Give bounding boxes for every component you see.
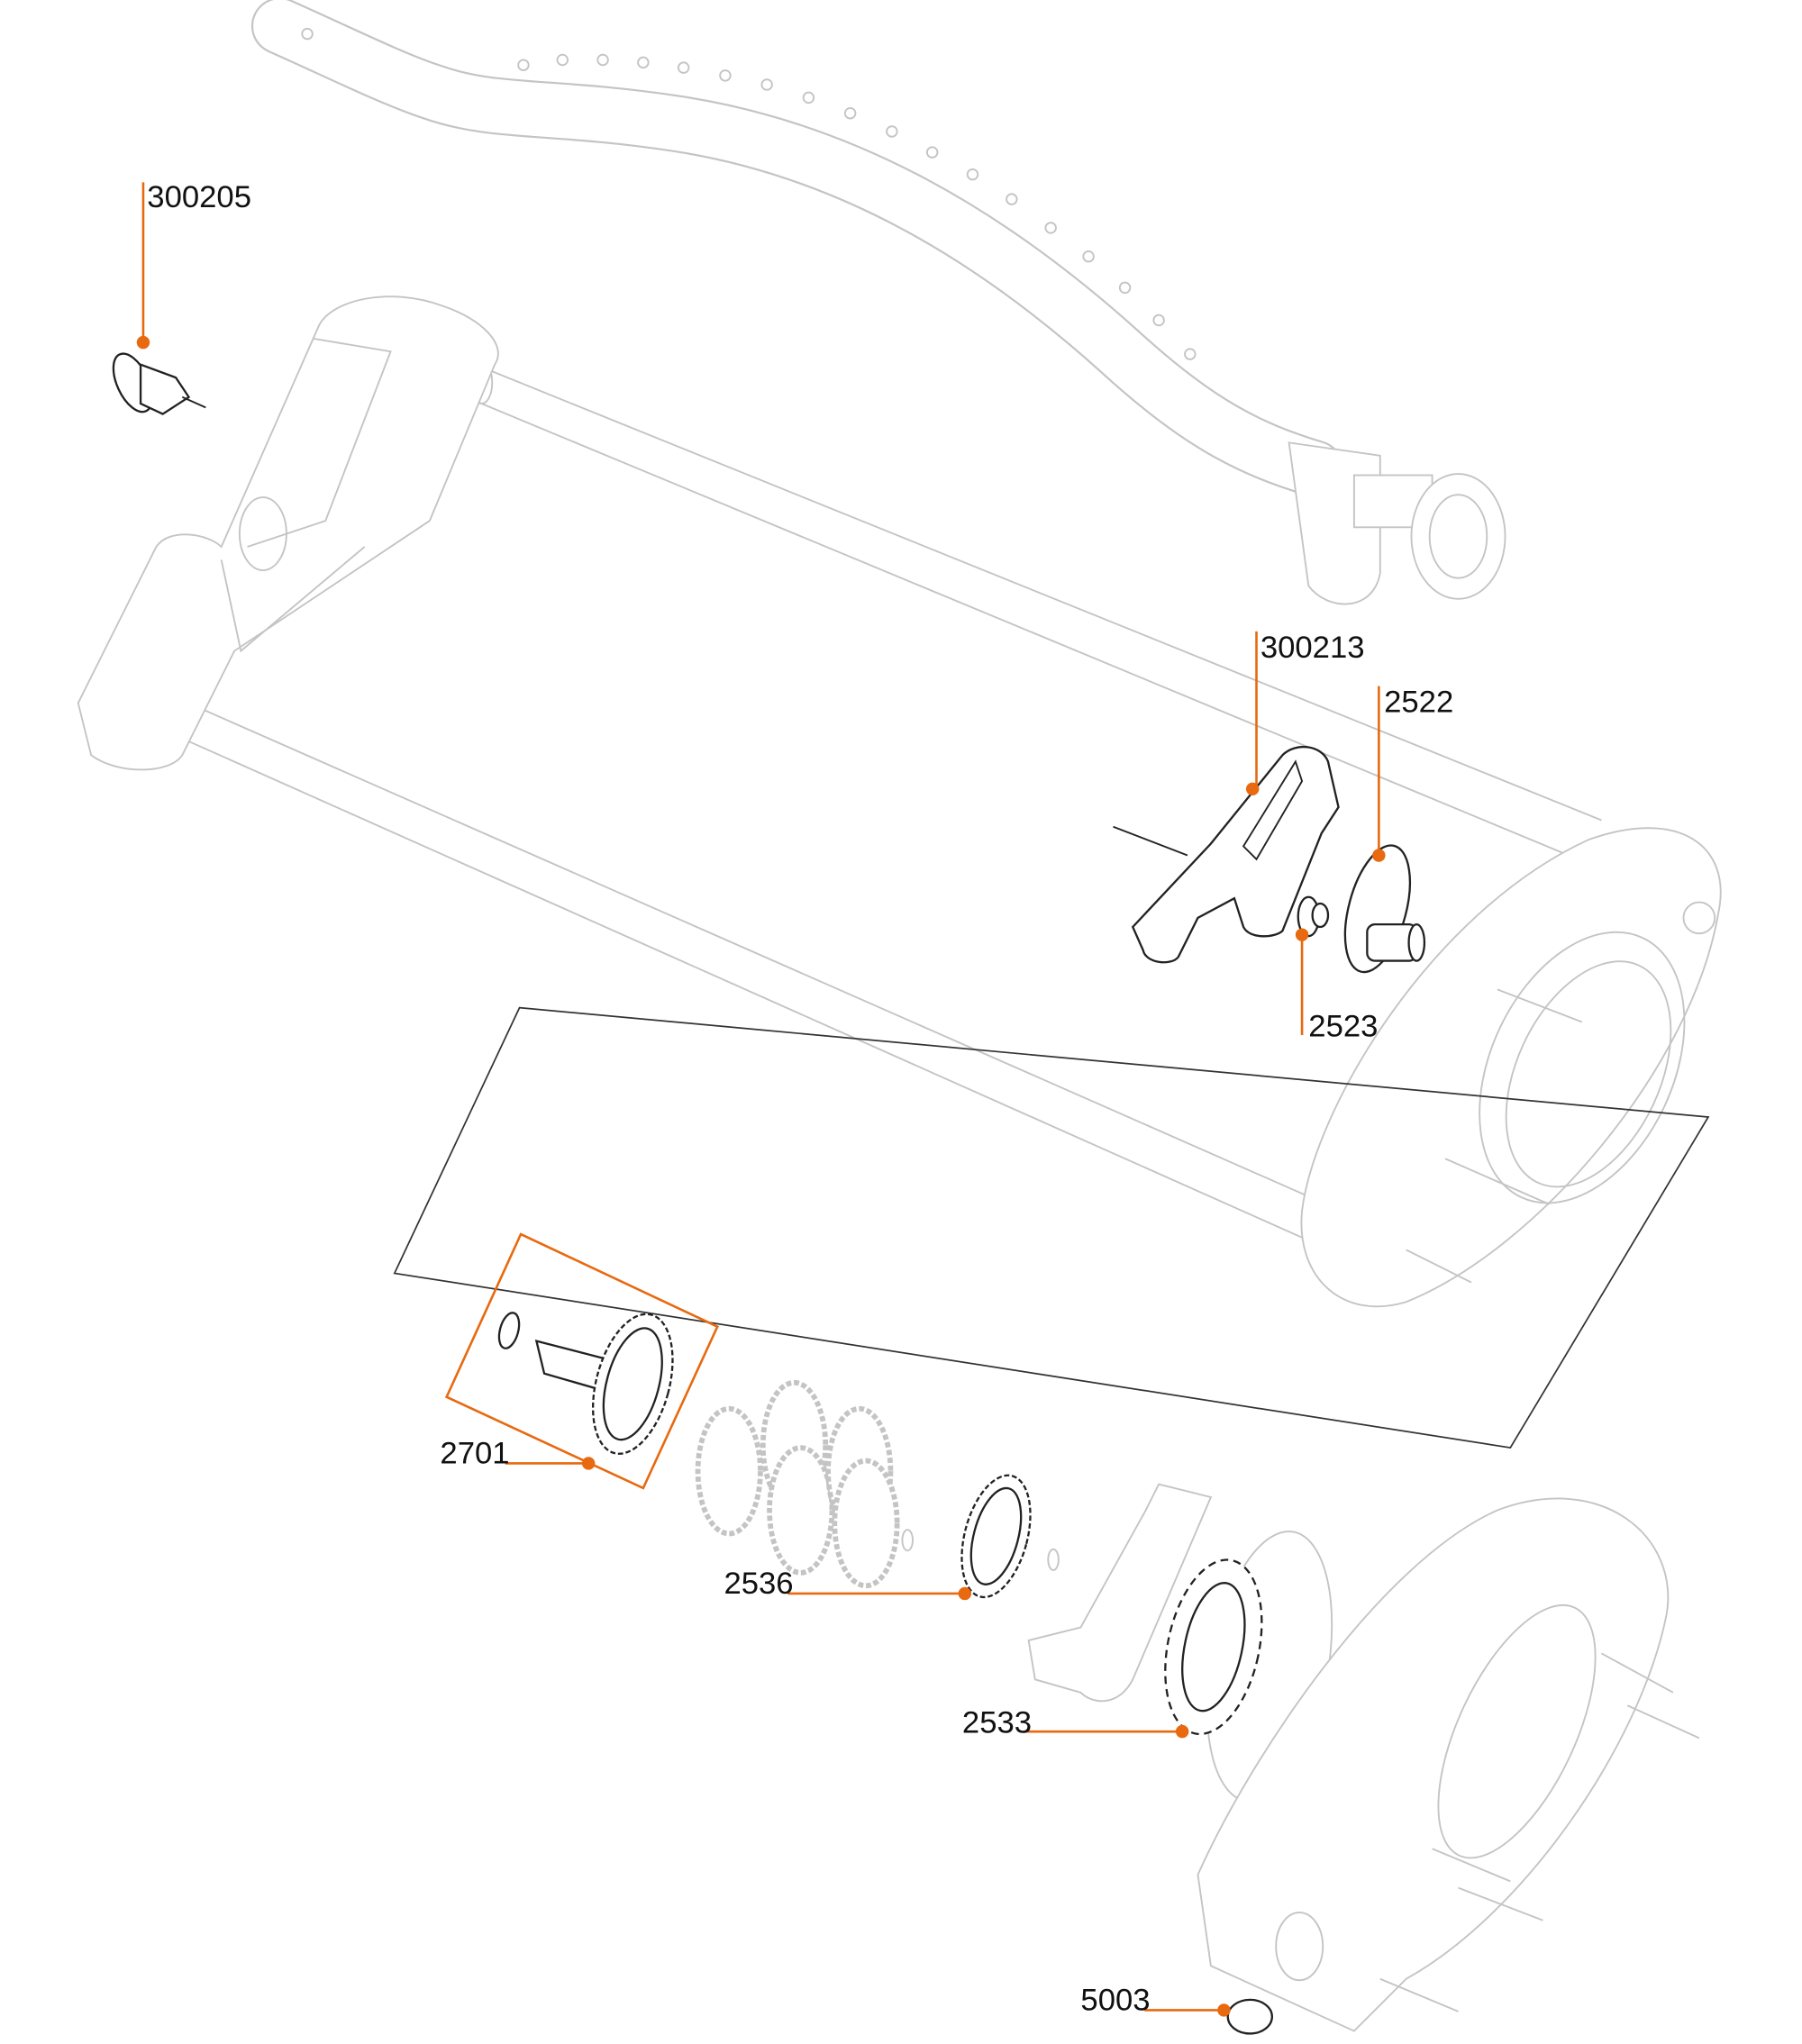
callout-label: 2533 bbox=[962, 1706, 1032, 1740]
spray-tube bbox=[250, 0, 1506, 605]
callout-label: 300205 bbox=[147, 180, 251, 214]
callout-2701[interactable]: 2701 bbox=[440, 1436, 596, 1470]
gear-holder bbox=[1027, 1483, 1213, 1703]
part-300213-lever bbox=[1113, 745, 1340, 964]
callout-label: 5003 bbox=[1080, 1983, 1150, 2017]
callout-label: 2522 bbox=[1384, 686, 1453, 720]
callout-label: 2701 bbox=[440, 1436, 509, 1470]
callout-300213[interactable]: 300213 bbox=[1245, 631, 1365, 796]
callout-2536[interactable]: 2536 bbox=[724, 1567, 972, 1601]
callout-group-box-2701 bbox=[444, 1232, 719, 1490]
callout-label: 2536 bbox=[724, 1567, 793, 1601]
callout-2523[interactable]: 2523 bbox=[1295, 928, 1379, 1043]
callout-label: 300213 bbox=[1260, 631, 1365, 665]
part-5003-o-ring bbox=[1226, 1998, 1274, 2035]
callout-2522[interactable]: 2522 bbox=[1372, 686, 1453, 862]
bottom-housing bbox=[1197, 1497, 1700, 2032]
part-2523-bushing bbox=[1297, 895, 1330, 938]
part-2536-gear bbox=[960, 1474, 1032, 1599]
gear-train bbox=[695, 1379, 1060, 1589]
callout-300205[interactable]: 300205 bbox=[136, 180, 251, 350]
callout-5003[interactable]: 5003 bbox=[1080, 1983, 1231, 2017]
callout-2533[interactable]: 2533 bbox=[962, 1706, 1189, 1740]
part-2701-gear-shaft bbox=[497, 1312, 674, 1455]
part-300205-valve bbox=[112, 352, 206, 415]
left-end-cap bbox=[77, 295, 499, 771]
part-2522-disc bbox=[1343, 844, 1426, 974]
right-end-cap bbox=[1300, 827, 1722, 1308]
callout-label: 2523 bbox=[1308, 1009, 1378, 1043]
part-2533-turbine bbox=[1164, 1531, 1333, 1803]
assembly-group-outline bbox=[393, 1006, 1710, 1449]
